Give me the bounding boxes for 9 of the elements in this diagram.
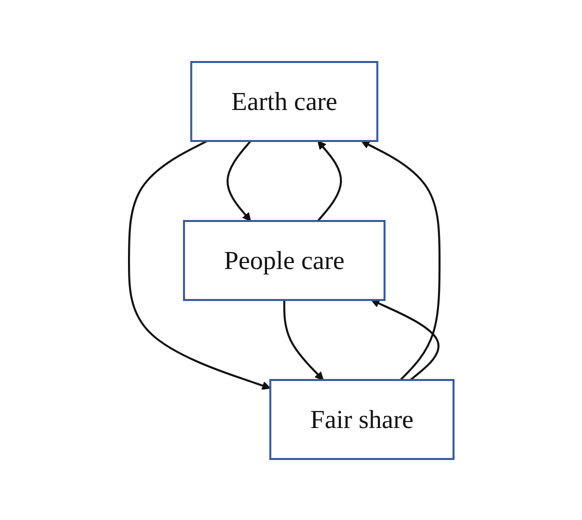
node-box: Earth care — [190, 60, 378, 142]
node-box: Fair share — [269, 378, 454, 460]
arrow — [360, 140, 440, 380]
arrow — [316, 140, 342, 222]
node-box: People care — [182, 220, 386, 300]
arrow — [128, 140, 270, 390]
arrow — [226, 140, 252, 221]
arrow — [283, 300, 324, 380]
arrow — [370, 298, 440, 380]
